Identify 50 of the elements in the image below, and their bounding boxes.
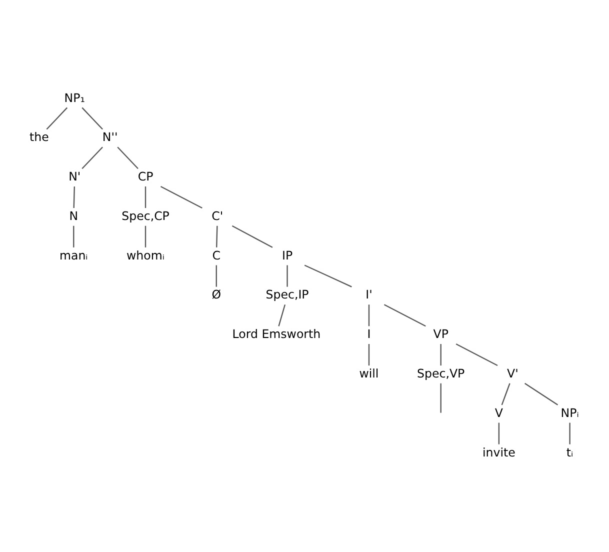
connector — [216, 265, 217, 287]
node-text: C' — [212, 208, 224, 223]
connector — [278, 304, 286, 326]
connector — [46, 107, 68, 130]
node-text: C — [212, 248, 221, 262]
connector — [117, 146, 138, 170]
node-text: N — [69, 208, 78, 223]
connector — [456, 343, 498, 366]
node-text: IP — [282, 248, 293, 262]
node-text: V' — [507, 366, 518, 380]
node-text: manᵢ — [59, 248, 88, 262]
connector — [73, 226, 74, 248]
connector — [368, 304, 370, 326]
node-text: I — [367, 327, 371, 342]
node-text: will — [359, 366, 379, 380]
connector — [304, 264, 352, 288]
node-text: Spec,VP — [417, 366, 465, 380]
connector — [501, 383, 510, 406]
connector — [498, 422, 500, 444]
node-text: invite — [482, 445, 516, 460]
node-text: whomᵢ — [126, 248, 164, 262]
node-text: tᵢ — [566, 445, 574, 460]
node-text: Spec,IP — [266, 288, 309, 302]
connector — [440, 383, 442, 413]
node-text: V — [494, 406, 503, 420]
node-text: N' — [68, 170, 81, 184]
node-text: Spec,CP — [122, 208, 170, 223]
connector — [384, 304, 426, 327]
connector — [286, 265, 288, 287]
connector — [82, 146, 103, 170]
node-text: Ø — [212, 288, 222, 302]
connector — [569, 422, 570, 444]
connector — [160, 186, 202, 209]
connector — [144, 186, 146, 208]
connector — [232, 225, 273, 248]
connector — [144, 226, 146, 248]
node-text: CP — [138, 170, 154, 184]
node-text: Lord Emsworth — [232, 327, 321, 342]
connector — [524, 382, 558, 406]
node-text: NP₁ — [64, 90, 85, 105]
node-text: VP — [433, 327, 448, 342]
connector — [440, 344, 442, 366]
connector — [216, 226, 218, 248]
connector — [73, 186, 76, 208]
node-text: N'' — [102, 130, 118, 144]
node-text: NPᵢ — [560, 406, 579, 420]
node-text: the — [30, 130, 49, 144]
node-text: I' — [366, 288, 372, 302]
connector — [82, 107, 103, 130]
connector — [368, 344, 370, 366]
